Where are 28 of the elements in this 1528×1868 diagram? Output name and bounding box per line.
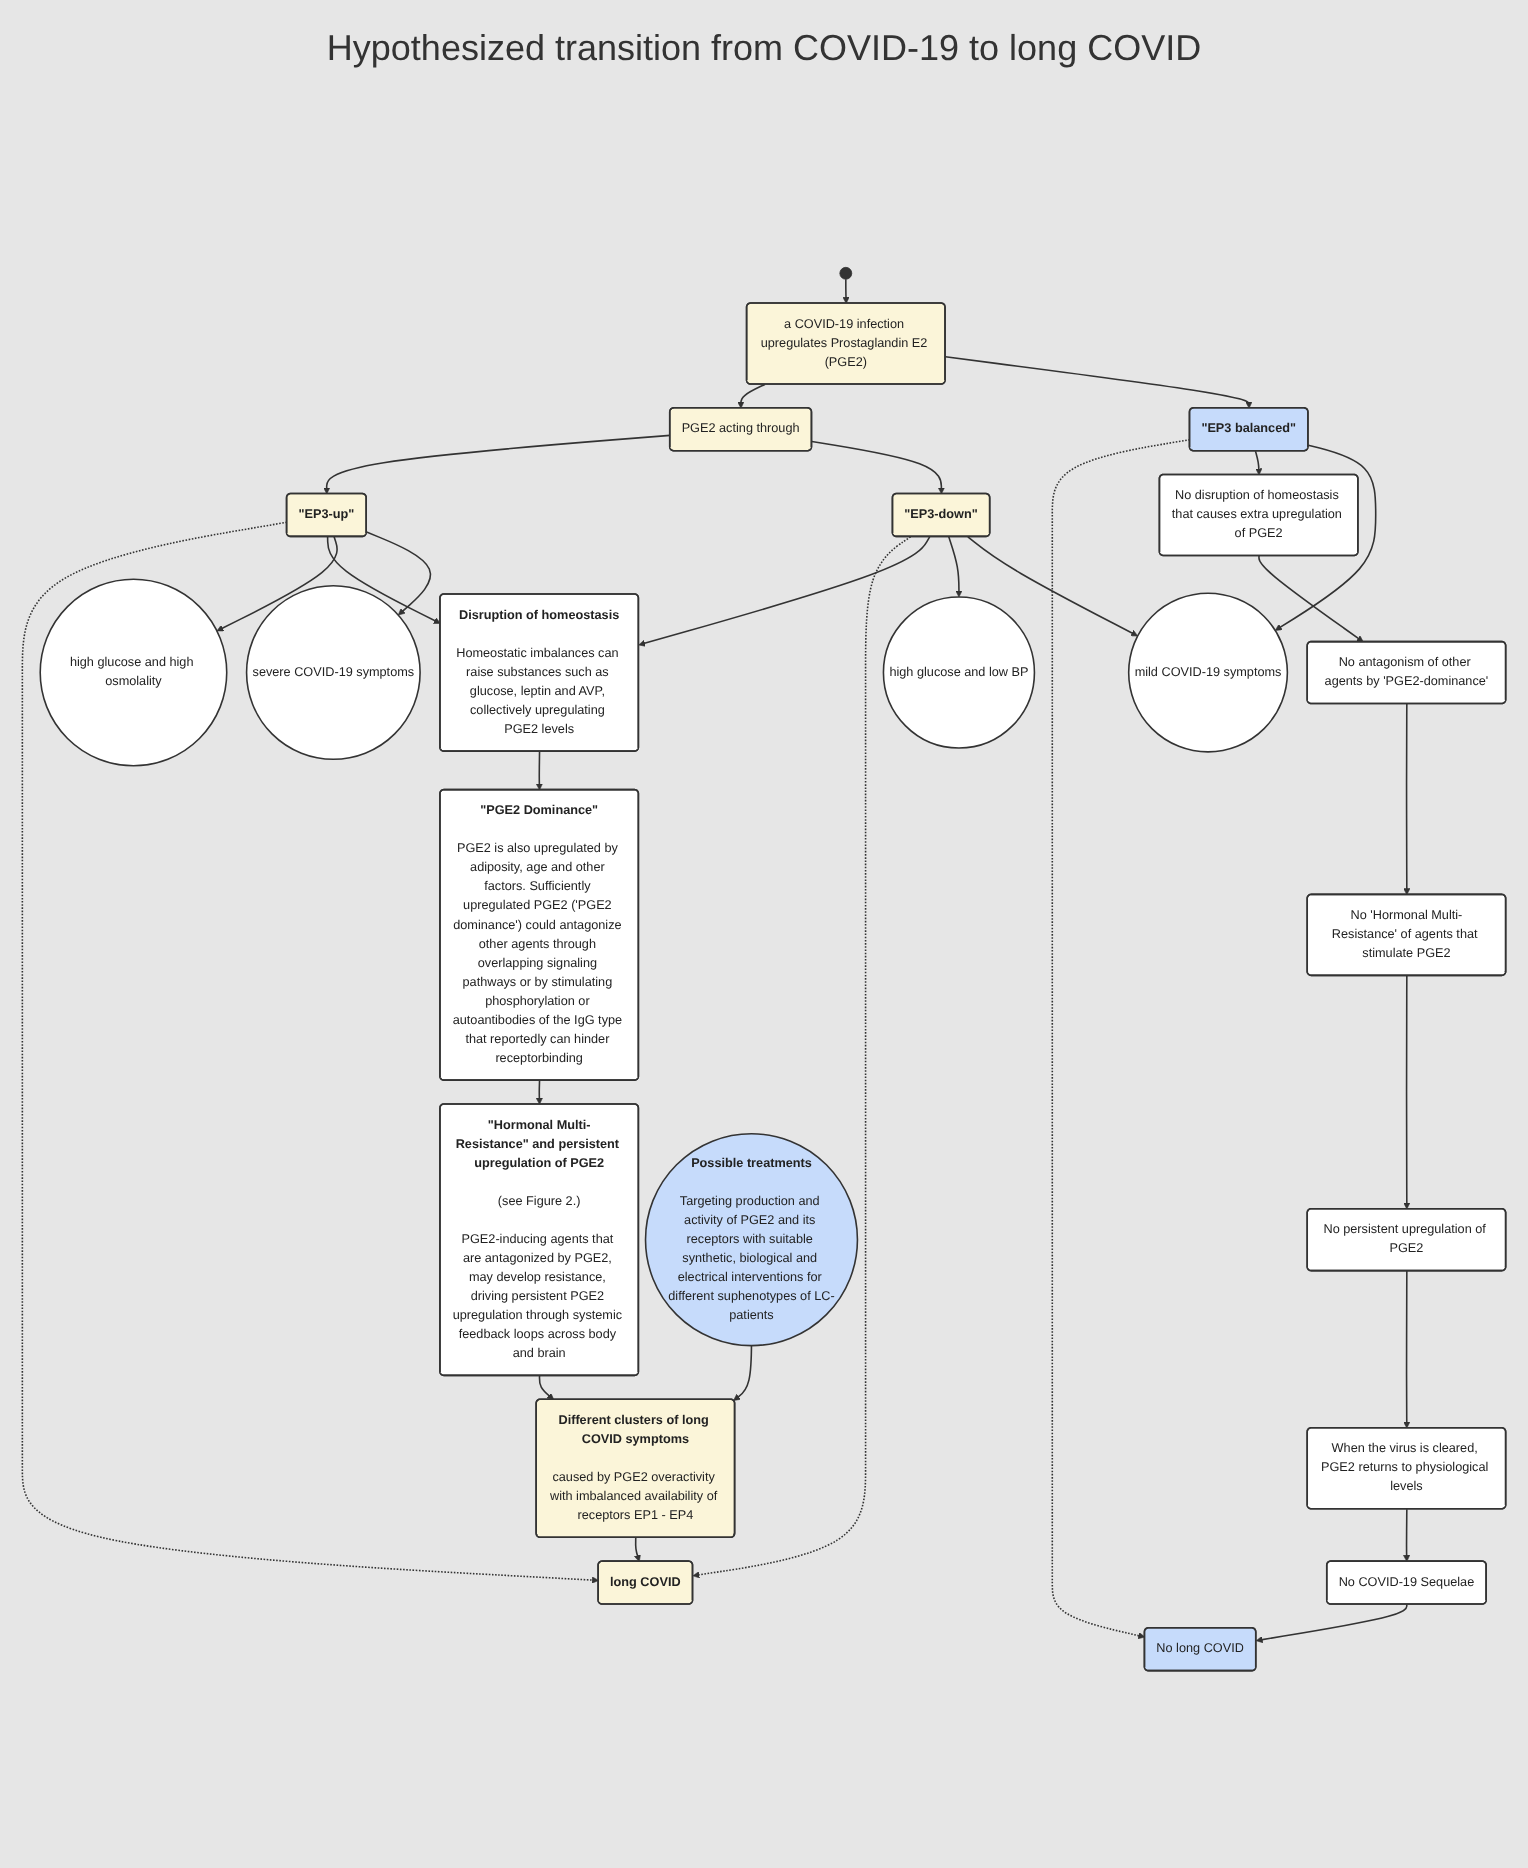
arrow [634, 1536, 641, 1562]
arrow [365, 531, 432, 616]
arrow [216, 536, 338, 632]
arrow [535, 1079, 543, 1105]
arrow [944, 356, 1253, 409]
arrow [323, 434, 671, 495]
arrow [535, 750, 543, 791]
arrow [737, 383, 766, 409]
arrow [638, 536, 931, 647]
arrow [1403, 703, 1411, 896]
arrow [1254, 450, 1263, 476]
arrow [1051, 438, 1191, 1640]
node-circle [839, 266, 853, 280]
arrow [21, 521, 599, 1584]
arrow [1403, 1270, 1411, 1429]
arrow [1258, 555, 1364, 643]
arrow [811, 440, 945, 495]
arrow [538, 1375, 554, 1400]
arrow [842, 278, 850, 304]
arrow [947, 536, 963, 598]
arrow [1403, 1508, 1411, 1562]
arrow [692, 536, 912, 1579]
arrow [1403, 974, 1411, 1210]
arrow [326, 536, 441, 624]
arrow [967, 536, 1138, 637]
arrow [1274, 444, 1377, 631]
diagram-title: Hypothesized transition from COVID-19 to long COVID [326, 28, 1202, 70]
arrow [1255, 1603, 1408, 1644]
